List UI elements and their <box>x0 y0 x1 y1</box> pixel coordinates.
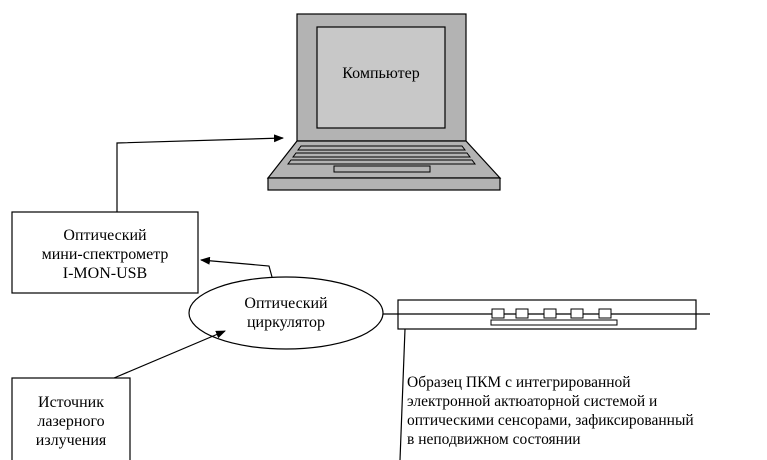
sample-fixing-line <box>399 328 406 460</box>
spectrometer-box <box>11 211 199 294</box>
laser-source-label: Источник лазерного излучения <box>12 393 130 450</box>
laptop-screen <box>316 26 446 129</box>
sensor-element <box>570 308 584 319</box>
spectrometer-label-line: Оптический <box>63 227 147 244</box>
circulator-label-line: циркулятор <box>246 314 326 331</box>
computer-label: Компьютер <box>342 65 420 82</box>
arrow-laser-to-circulator <box>113 330 226 379</box>
sensor-element <box>598 308 612 319</box>
sample-caption-line: в неподвижном состоянии <box>407 431 581 448</box>
laser-source-label-line: излучения <box>35 432 107 449</box>
laser-source-label-line: лазерного <box>37 413 105 430</box>
sensor-element <box>491 308 505 319</box>
arrow-spectrometer-to-computer <box>116 134 284 212</box>
circulator-ellipse <box>188 276 384 350</box>
laptop-keyboard-row <box>297 145 466 151</box>
sensor-element <box>515 308 529 319</box>
actuator-strip <box>490 319 618 326</box>
sample-plate <box>383 299 710 460</box>
circulator-label-line: Оптический <box>244 295 328 312</box>
sample-caption-line: Образец ПКМ с интегрированной <box>407 374 631 391</box>
laptop-keyboard-row <box>287 159 476 165</box>
circulator-label: Оптический циркулятор <box>200 294 372 332</box>
laser-source-box <box>11 377 131 460</box>
arrow-circulator-to-spectrometer <box>200 256 273 278</box>
sample-caption-line: электронной актюаторной системой и <box>407 393 658 410</box>
laptop-keyboard-row <box>292 152 471 158</box>
laptop-base-bottom <box>267 177 501 191</box>
spectrometer-label: Оптический мини-спектрометр I-MON-USB <box>12 226 198 283</box>
laser-source-label-line: Источник <box>38 394 104 411</box>
laptop-touchpad <box>333 165 431 173</box>
sample-caption-line: оптическими сенсорами, зафиксированный <box>407 412 694 429</box>
laptop-icon <box>266 13 502 191</box>
sample-caption: Образец ПКМ с интегрированной электронно… <box>407 373 765 449</box>
spectrometer-label-line: мини-спектрометр <box>41 246 169 263</box>
sensor-element <box>543 308 557 319</box>
spectrometer-label-line: I-MON-USB <box>62 265 148 282</box>
